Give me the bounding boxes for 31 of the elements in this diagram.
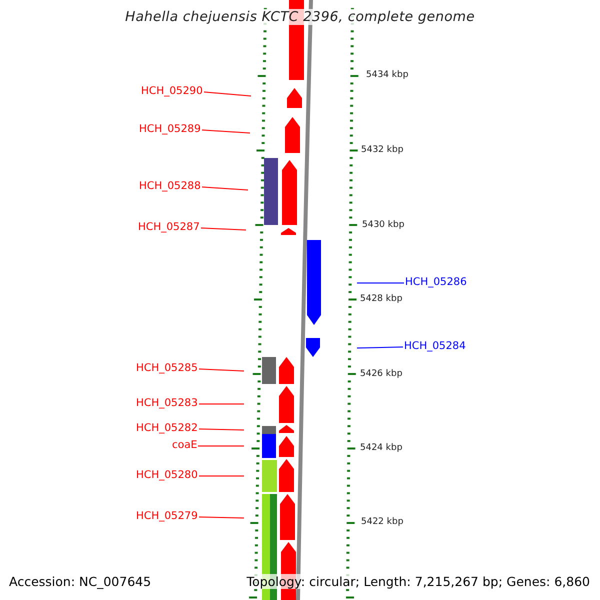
leader-line	[200, 228, 246, 230]
gene-label: coaE	[172, 439, 198, 452]
gene-label: HCH_05288	[139, 180, 201, 193]
scale-label: 5422 kbp	[361, 517, 404, 528]
leader-line	[198, 516, 244, 518]
gene-label: HCH_05282	[136, 422, 198, 435]
title: Hahella chejuensis KCTC 2396, complete genome	[125, 9, 475, 25]
scale-label: 5426 kbp	[360, 369, 402, 380]
leader-line	[202, 186, 248, 190]
leader-line	[356, 282, 404, 284]
footer-text: Accession: NC_007645	[9, 574, 152, 589]
scale-label: 5424 kbp	[360, 443, 402, 454]
gene-label: HCH_05283	[136, 397, 198, 410]
scale-label: 5434 kbp	[366, 70, 408, 81]
leader-line	[198, 368, 244, 372]
leader-line	[356, 346, 404, 348]
leader-line	[198, 428, 244, 430]
gene-label: HCH_05284	[404, 340, 466, 353]
gene-label: HCH_05287	[138, 221, 200, 234]
footer-text: Topology: circular; Length: 7,215,267 bp; Genes: 6,860	[246, 574, 590, 589]
gene-label: HCH_05279	[136, 510, 198, 523]
gene-label: HCH_05286	[405, 276, 467, 289]
scale-label: 5428 kbp	[360, 294, 402, 305]
leader-line	[204, 92, 252, 96]
leader-line	[202, 130, 250, 134]
gene-label: HCH_05289	[139, 123, 201, 136]
gene-label: HCH_05285	[136, 362, 198, 375]
gene-label: HCH_05280	[136, 469, 198, 482]
scale-label: 5430 kbp	[362, 220, 404, 231]
scale-label: 5432 kbp	[361, 145, 404, 156]
gene-label: HCH_05290	[141, 85, 203, 98]
